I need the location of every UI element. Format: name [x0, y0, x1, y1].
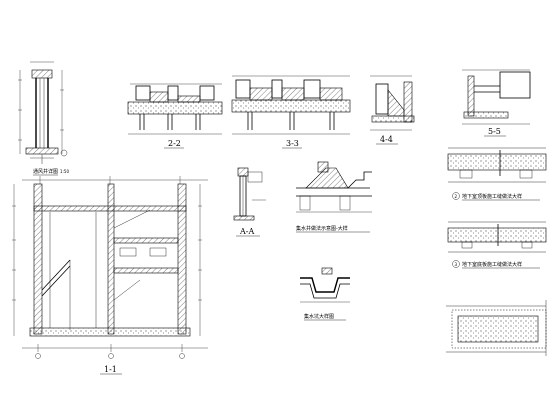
detail-marker-2-text: 2	[455, 194, 458, 199]
detail-marker-3-text: 3	[455, 262, 458, 267]
slab-detail-2-title: 地下室顶板施工缝做法大样	[462, 193, 522, 200]
section-1-1: 1-1	[12, 176, 208, 375]
slab-detail-top: 2 地下室顶板施工缝做法大样	[447, 147, 547, 201]
slab-level-1	[33, 205, 187, 212]
slab-detail-mid: 3 地下室底板施工缝做法大样	[447, 221, 547, 269]
grid-bubble	[60, 149, 68, 157]
stair-flight	[305, 167, 349, 189]
stair-detail: 集水井做法示意图-大样	[296, 161, 372, 233]
sump-detail: 集水坑大样图	[300, 267, 350, 321]
slab-level-3	[113, 267, 179, 274]
top-slab-section	[447, 153, 547, 171]
vent-shaft-scale: 1:50	[60, 169, 69, 174]
slab-detail-bottom	[446, 300, 547, 356]
vent-shaft-detail: 通风井详图 1:50	[18, 61, 69, 176]
section-1-1-label: 1-1	[104, 365, 117, 374]
section-3-3: 3-3	[231, 75, 351, 149]
shaft-cap-slab	[31, 69, 53, 79]
sump-detail-title: 集水坑大样图	[304, 313, 334, 320]
bottom-slab-section	[447, 227, 547, 243]
section-4-4-label: 4-4	[380, 135, 393, 144]
slab-detail-3-title: 地下室底板施工缝做法大样	[462, 261, 522, 268]
section-5-5: 5-5	[462, 69, 531, 137]
foundation-slab	[29, 327, 191, 337]
stair-detail-title: 集水井做法示意图-大样	[296, 225, 348, 232]
section-2-2: 2-2	[127, 83, 223, 149]
detail-marker-2	[452, 192, 460, 200]
shaft-base-slab	[25, 147, 59, 155]
detail-marker-3	[452, 260, 460, 268]
section-2-2-label: 2-2	[168, 139, 181, 148]
section-4-4: 4-4	[370, 75, 415, 145]
pit-slab	[149, 91, 169, 103]
section-3-3-label: 3-3	[286, 139, 299, 148]
section-a-a: A-A	[233, 167, 266, 237]
section-a-a-label: A-A	[239, 227, 254, 236]
vent-shaft-title: 通风井详图	[33, 168, 58, 175]
section-5-5-label: 5-5	[488, 127, 501, 136]
slab-level-2	[113, 237, 179, 244]
raft-slab	[127, 101, 223, 115]
beam-box	[499, 71, 531, 99]
